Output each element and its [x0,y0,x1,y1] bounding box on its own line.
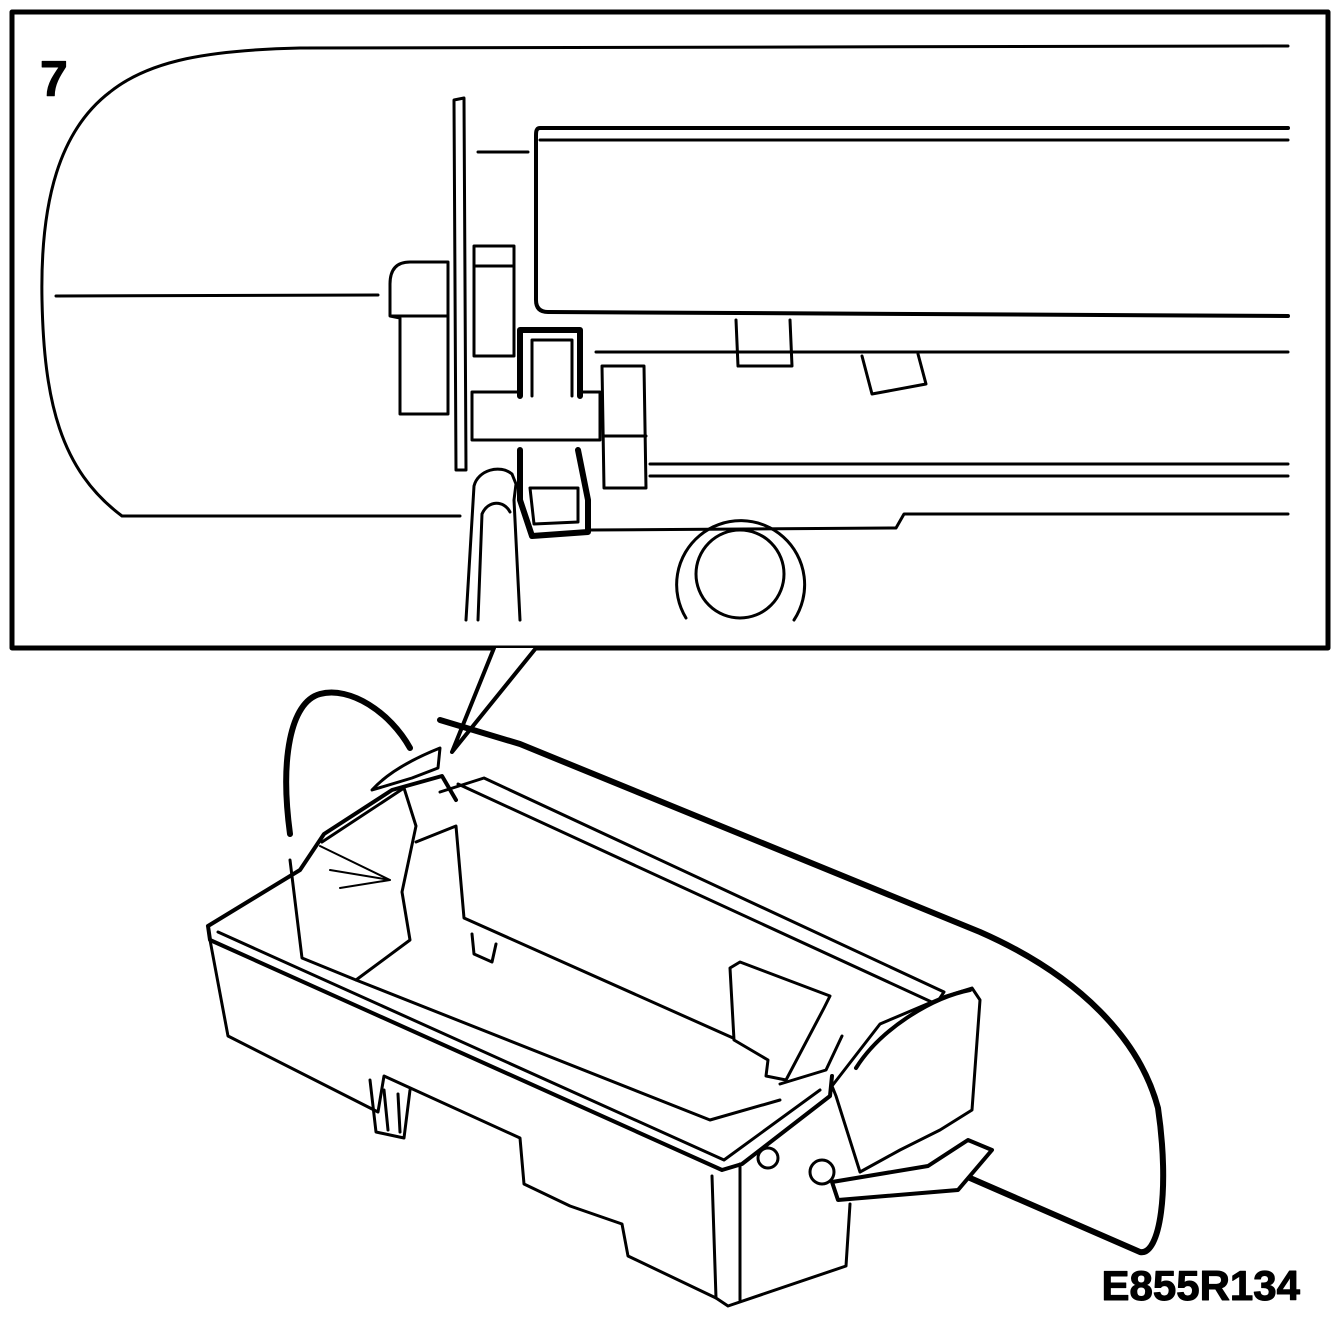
latch-upper-inner [530,338,574,398]
step-number: 7 [40,51,68,107]
box-screw-hole [756,1146,780,1170]
damper-outer [675,519,807,622]
interior-left-wall [288,786,418,982]
strap-pivot [808,1158,836,1186]
callout-pointer [450,646,538,754]
box-front-corner [710,1174,718,1300]
interior-floor [354,978,782,1122]
right-hinge [830,986,982,1174]
box-rim [206,774,834,1172]
shelf-tab-1 [734,318,794,368]
shelf-top [534,126,1290,318]
detail-frame [9,9,1331,651]
hinge-arm [470,390,602,442]
side-panel-crease [54,293,380,298]
interior-divider-tab [470,932,498,964]
left-hinge-spokes [319,845,391,889]
hinge-plate [452,96,468,472]
stay-strap [830,1138,994,1202]
latch-lower [517,447,591,539]
stop-rod-inner [476,501,512,622]
glovebox [206,689,1167,1308]
drawing-code: E855R134 [1102,1262,1301,1309]
hinge-body-mid [472,264,516,358]
shelf-tab-2 [860,352,928,396]
latch-lower-inner [528,486,580,526]
damper-inner [694,528,786,620]
box-foot [368,1078,412,1140]
left-hinge-plate [370,746,442,792]
hinge-block-left [388,260,450,416]
interior-back [438,776,946,1006]
stop-block [600,364,648,490]
right-stop-arm [778,1034,844,1086]
stop-rod [464,467,522,622]
right-stop [728,960,832,1082]
box-rim-inner [216,930,822,1162]
latch-upper [517,327,583,399]
side-panel-outline [40,44,1290,518]
glovebox-lid [283,689,1167,1256]
right-hinge-arc [854,988,972,1070]
interior-divider [414,824,762,1052]
box-front [208,938,852,1308]
detail-inset: 7 [9,9,1331,651]
